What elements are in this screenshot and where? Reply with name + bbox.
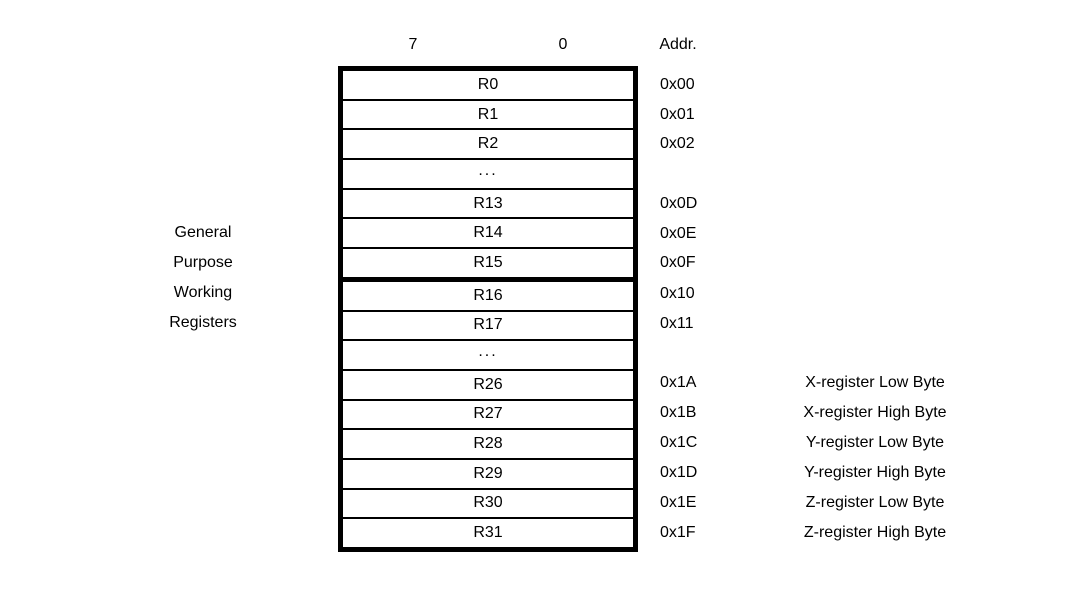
register-note: Z-register Low Byte xyxy=(805,494,945,511)
register-row: R28 xyxy=(343,430,633,460)
caption-line: Purpose xyxy=(173,254,233,271)
register-row: R30 xyxy=(343,490,633,520)
register-row: R31 xyxy=(343,519,633,547)
register-label: R27 xyxy=(473,405,503,423)
register-row: R26 xyxy=(343,371,633,401)
register-row: R15 xyxy=(343,249,633,282)
register-row: R13 xyxy=(343,190,633,220)
register-label: R17 xyxy=(473,316,503,334)
register-label: R26 xyxy=(473,375,503,393)
register-label: R2 xyxy=(477,135,499,153)
ellipsis-row: ... xyxy=(343,160,633,190)
register-row: R16 xyxy=(343,282,633,312)
address-label: 0x01 xyxy=(660,106,695,123)
register-label: R1 xyxy=(477,105,499,123)
register-label: R31 xyxy=(473,524,503,542)
register-table: R0 R1 R2 ... R13 R14 R15 R16 R17 ... R26… xyxy=(338,66,638,552)
register-note: Y-register Low Byte xyxy=(805,434,945,451)
caption-line: General xyxy=(174,224,232,241)
register-label: R13 xyxy=(473,194,503,212)
register-note: Y-register High Byte xyxy=(804,464,946,481)
ellipsis-label: ... xyxy=(478,161,498,179)
address-label: 0x1B xyxy=(660,404,697,421)
register-label: R30 xyxy=(473,494,503,512)
register-label: R29 xyxy=(473,464,503,482)
address-label: 0x10 xyxy=(660,285,695,302)
register-row: R17 xyxy=(343,312,633,342)
address-label: 0x1E xyxy=(660,494,697,511)
register-note: Z-register High Byte xyxy=(803,524,947,541)
left-caption: General Purpose Working Registers xyxy=(120,218,286,338)
register-label: R14 xyxy=(473,224,503,242)
bit-label-msb: 7 xyxy=(408,36,418,53)
address-label: 0x11 xyxy=(660,315,694,332)
register-note: X-register High Byte xyxy=(803,404,947,421)
register-row: R27 xyxy=(343,401,633,431)
address-label: 0x02 xyxy=(660,135,695,152)
address-label: 0x1F xyxy=(660,524,696,541)
register-label: R15 xyxy=(473,253,503,271)
register-row: R14 xyxy=(343,219,633,250)
address-label: 0x00 xyxy=(660,76,695,93)
register-row: R0 xyxy=(343,71,633,101)
ellipsis-label: ... xyxy=(478,343,498,361)
addr-column-header: Addr. xyxy=(659,36,697,53)
register-row: R1 xyxy=(343,101,633,131)
register-row: R29 xyxy=(343,460,633,490)
register-note: X-register Low Byte xyxy=(805,374,945,391)
caption-line: Registers xyxy=(169,314,237,331)
register-label: R28 xyxy=(473,435,503,453)
address-label: 0x0F xyxy=(660,254,696,271)
ellipsis-row: ... xyxy=(343,341,633,371)
register-label: R16 xyxy=(473,286,503,304)
register-label: R0 xyxy=(477,75,499,93)
address-label: 0x1D xyxy=(660,464,698,481)
register-row: R2 xyxy=(343,130,633,161)
address-label: 0x0D xyxy=(660,195,698,212)
address-label: 0x1A xyxy=(660,374,697,391)
address-label: 0x0E xyxy=(660,225,697,242)
address-label: 0x1C xyxy=(660,434,698,451)
bit-label-lsb: 0 xyxy=(558,36,568,53)
caption-line: Working xyxy=(173,284,233,301)
